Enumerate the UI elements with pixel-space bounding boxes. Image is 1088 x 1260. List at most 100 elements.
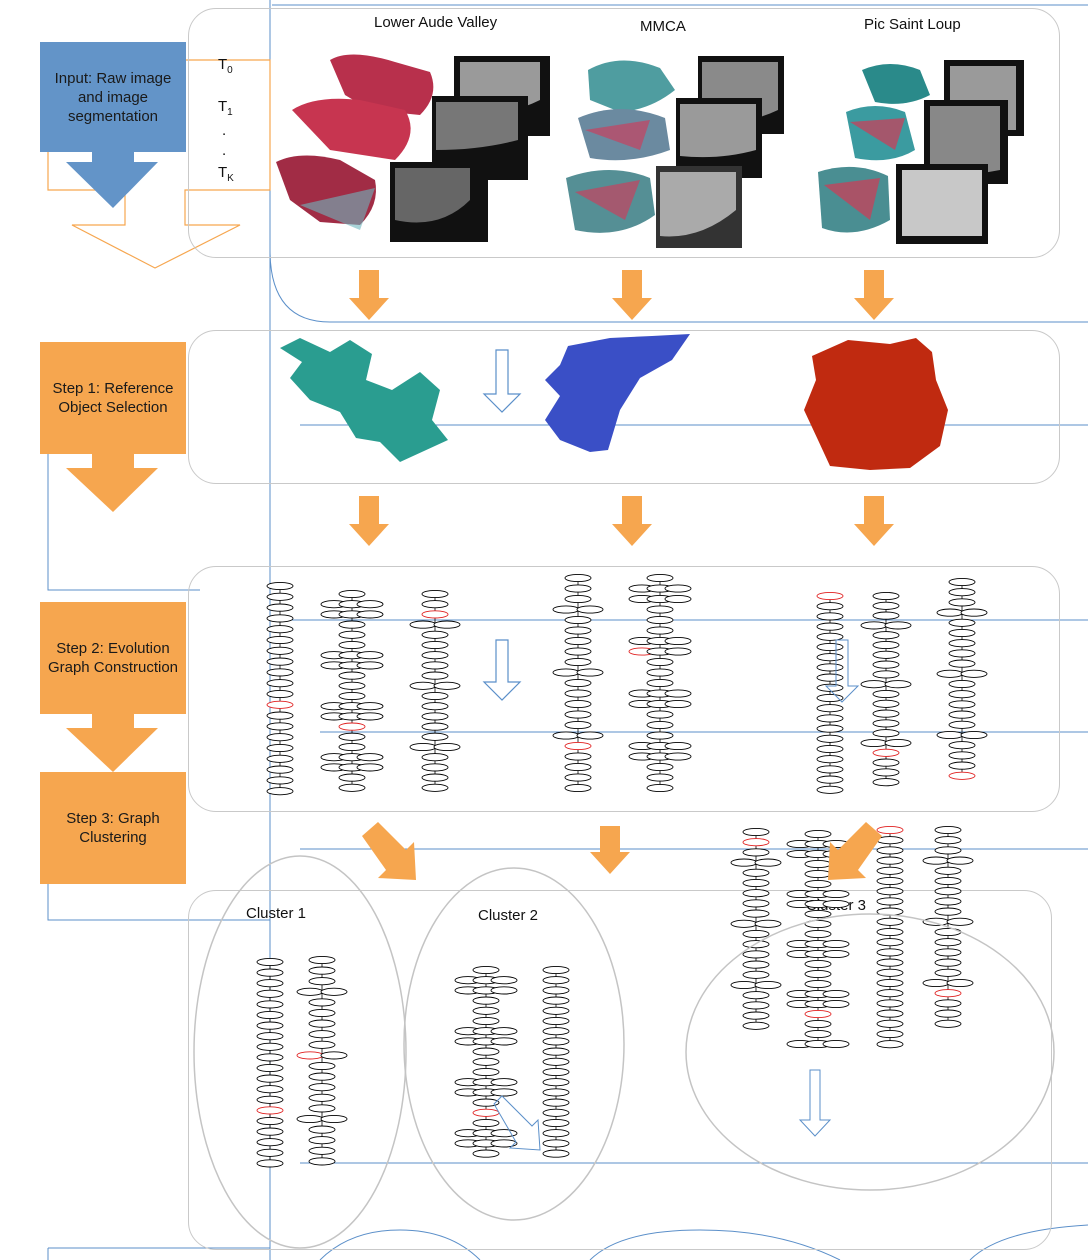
graph-node-highlighted xyxy=(742,838,770,847)
graph-node xyxy=(948,751,976,760)
graph-node xyxy=(742,950,770,959)
graph-node xyxy=(948,618,976,627)
graph-node xyxy=(646,605,674,614)
input-step-box: Input: Raw image and image segmentation xyxy=(40,42,186,152)
step3-box: Step 3: Graph Clustering xyxy=(40,772,186,884)
graph-node xyxy=(816,704,844,713)
graph-node xyxy=(876,999,904,1008)
graph-node xyxy=(542,965,570,975)
cluster-ellipse-1 xyxy=(193,855,407,1249)
graph-node xyxy=(872,650,900,659)
graph-node xyxy=(576,668,604,677)
step2-down-arrow xyxy=(66,714,158,772)
graph-node xyxy=(934,866,962,875)
graph-node xyxy=(564,773,592,782)
graph-node xyxy=(946,978,974,988)
graph-node xyxy=(472,1149,500,1158)
graph-node xyxy=(472,1098,500,1107)
graph-node xyxy=(822,889,850,899)
graph-node xyxy=(256,1116,284,1126)
graph-node xyxy=(256,1127,284,1136)
graph-node xyxy=(421,763,449,772)
graph-node xyxy=(876,978,904,988)
graph-node xyxy=(490,986,518,995)
graph-node xyxy=(816,775,844,784)
graph-node xyxy=(664,741,692,751)
graph-node xyxy=(876,846,904,855)
evolution-graph-panel xyxy=(188,566,1060,812)
time-label-dot-1: . xyxy=(222,122,227,139)
graph-node xyxy=(872,591,900,601)
graph-node xyxy=(646,615,674,625)
graph-node xyxy=(564,626,592,635)
graph-node xyxy=(542,986,570,995)
graph-node xyxy=(564,584,592,593)
graph-node xyxy=(542,976,570,985)
graph-node xyxy=(884,738,912,748)
raw-image-stack-aude xyxy=(276,54,550,242)
graph-node xyxy=(338,671,366,680)
graph-node xyxy=(421,671,449,680)
graph-node xyxy=(308,1093,336,1102)
reference-object-teal xyxy=(280,338,448,462)
graph-node-highlighted xyxy=(816,591,844,601)
graph-node xyxy=(934,846,962,855)
graph-node xyxy=(266,754,294,763)
graph-node xyxy=(804,959,832,969)
graph-node xyxy=(860,680,888,689)
graph-node xyxy=(754,858,782,867)
graph-node xyxy=(936,730,964,740)
graph-node xyxy=(308,1136,336,1145)
graph-node xyxy=(934,958,962,967)
graph-node xyxy=(338,640,366,650)
graph-node xyxy=(564,689,592,698)
graph-node xyxy=(876,836,904,845)
graph-node xyxy=(564,636,592,646)
graph-node xyxy=(730,919,758,928)
graph-node xyxy=(433,742,461,752)
graph-node xyxy=(816,642,844,652)
graph-node xyxy=(664,584,692,593)
graph-node xyxy=(421,783,449,792)
graph-node xyxy=(872,631,900,640)
graph-node-highlighted xyxy=(934,989,962,998)
graph-node xyxy=(256,957,284,967)
graph-node xyxy=(564,720,592,730)
graph-node-highlighted xyxy=(296,1051,324,1060)
cluster-label-2: Cluster 2 xyxy=(478,907,539,924)
graph-node xyxy=(922,856,950,865)
graph-node xyxy=(564,783,592,793)
graph-node xyxy=(742,1021,770,1030)
time-label-dot-2: . xyxy=(222,142,227,159)
graph-node xyxy=(472,1016,500,1026)
input-panel xyxy=(188,8,1060,258)
graph-node xyxy=(876,938,904,947)
reference-object-red xyxy=(804,338,948,470)
graph-node xyxy=(816,653,844,662)
graph-node xyxy=(730,858,758,867)
graph-node xyxy=(646,626,674,635)
graph-node xyxy=(542,1016,570,1026)
graph-node xyxy=(266,614,294,623)
step1-down-arrow xyxy=(66,454,158,512)
graph-node xyxy=(664,699,692,709)
graph-node xyxy=(490,1078,518,1087)
graph-node xyxy=(308,1157,336,1166)
graph-node xyxy=(472,1047,500,1056)
graph-node xyxy=(860,621,888,630)
graph-node-highlighted xyxy=(564,741,592,751)
graph-node xyxy=(948,679,976,689)
graph-node xyxy=(490,1027,518,1036)
graph-node xyxy=(860,738,888,748)
graph-node xyxy=(664,636,692,646)
graph-node xyxy=(876,887,904,896)
graph-node xyxy=(256,968,284,977)
graph-node xyxy=(256,1000,284,1009)
graph-node xyxy=(934,1009,962,1018)
graph-node xyxy=(934,938,962,947)
time-label-t0: T0 xyxy=(218,56,233,76)
graph-node xyxy=(872,719,900,728)
graph-node xyxy=(421,753,449,762)
graph-node xyxy=(356,702,384,711)
graph-node xyxy=(664,647,692,656)
